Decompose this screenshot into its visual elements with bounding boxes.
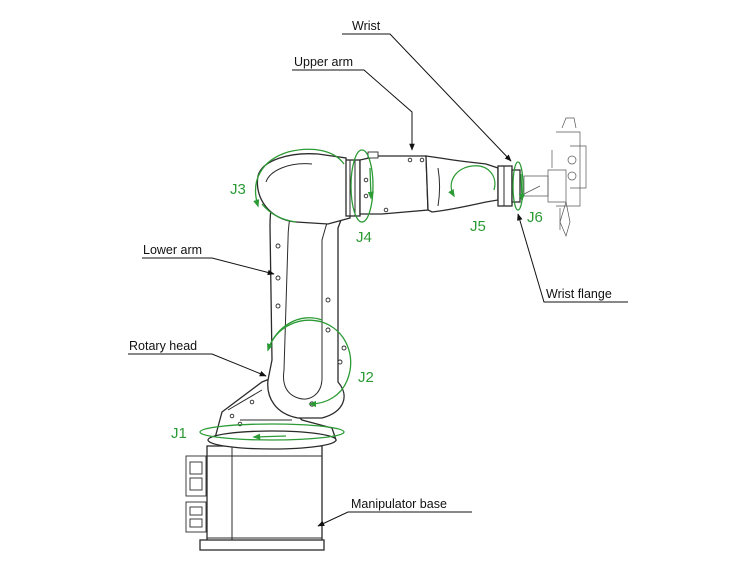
j4-rotation-ring (350, 149, 374, 223)
j6-arrow (518, 173, 525, 202)
label-wrist: Wrist (352, 19, 381, 33)
joint-label-j4: J4 (356, 229, 372, 246)
j2-rotation-ring (267, 319, 352, 408)
label-lower-arm: Lower arm (143, 243, 202, 257)
label-wrist-flange: Wrist flange (546, 287, 612, 301)
joint-label-j1: J1 (171, 425, 187, 442)
end-effector (523, 117, 587, 238)
j3-rotation-ring (253, 148, 345, 208)
label-manipulator-base: Manipulator base (351, 497, 447, 511)
label-upper-arm: Upper arm (294, 55, 353, 69)
j6-rotation-ring (512, 161, 524, 211)
joint-label-j6: J6 (527, 209, 543, 226)
leader-lines (128, 33, 628, 527)
shoulder-housing (256, 153, 361, 225)
j4-arrow (367, 167, 374, 200)
j1-rotation-ring (199, 423, 345, 441)
j5-rotation-ring (448, 165, 496, 198)
j1-arrow (252, 433, 287, 440)
upper-arm (359, 151, 499, 215)
joint-label-j3: J3 (230, 181, 246, 198)
wrist (497, 165, 521, 207)
joint-label-j5: J5 (470, 218, 486, 235)
joint-indicators (199, 148, 525, 441)
manipulator-base (185, 445, 325, 551)
label-rotary-head: Rotary head (129, 339, 197, 353)
joint-label-j2: J2 (358, 369, 374, 386)
